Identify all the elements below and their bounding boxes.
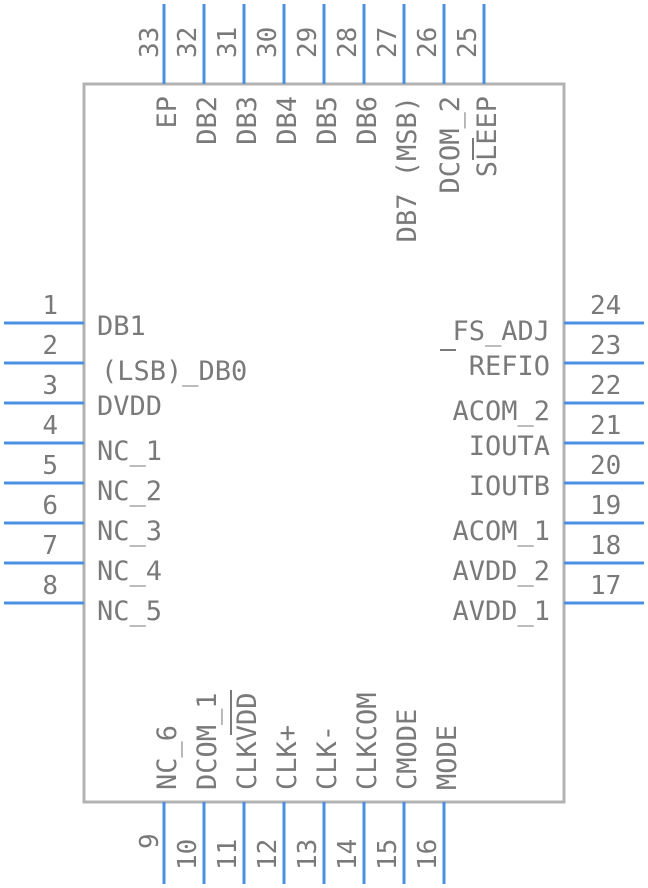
- pin-number-21: 21: [590, 411, 621, 441]
- pin-number-11: 11: [213, 839, 243, 870]
- pin-name-7: NC_4: [97, 556, 162, 587]
- pin-name-10: NC_6: [152, 725, 183, 790]
- pin-number-1: 1: [42, 291, 58, 321]
- pin-number-8: 8: [42, 571, 58, 601]
- pin-name-15: CLKCOM: [352, 692, 383, 790]
- pin-name-1: DB1: [97, 311, 146, 342]
- pin-name-4: NC_1: [97, 436, 162, 467]
- pin-number-5: 5: [42, 451, 58, 481]
- pin-number-26: 26: [413, 27, 443, 58]
- top-pins: 33 32 31 30 29 28 27 26 25 EP DB2 DB3 DB…: [135, 4, 503, 242]
- pin-name-19: ACOM_1: [452, 516, 550, 547]
- pin-name-32: DB2: [192, 96, 223, 145]
- pin-number-20: 20: [590, 451, 621, 481]
- pin-name-3: DVDD: [97, 391, 162, 422]
- pin-number-9: 9: [135, 833, 165, 849]
- pin-name-13: CLK+: [272, 725, 303, 790]
- pin-name-28: DB6: [352, 96, 383, 145]
- pin-number-4: 4: [42, 411, 58, 441]
- pin-number-23: 23: [590, 331, 621, 361]
- pin-name-18: AVDD_2: [452, 556, 550, 587]
- pin-name-30: DB4: [272, 96, 303, 145]
- pin-number-16: 16: [413, 839, 443, 870]
- pin-number-12: 12: [253, 839, 283, 870]
- pin-name-29: DB5: [312, 96, 343, 145]
- pin-number-28: 28: [333, 27, 363, 58]
- pin-name-2: (LSB)_DB0: [101, 356, 247, 387]
- pin-number-19: 19: [590, 491, 621, 521]
- pin-number-24: 24: [590, 291, 621, 321]
- pin-name-12: CLKVDD: [232, 692, 263, 790]
- pin-number-30: 30: [253, 27, 283, 58]
- pin-name-8: NC_5: [97, 596, 162, 627]
- pin-number-29: 29: [293, 27, 323, 58]
- pin-name-20: IOUTB: [469, 471, 550, 502]
- pin-name-25: SLEEP: [472, 96, 503, 177]
- pin-number-17: 17: [590, 571, 621, 601]
- pin-number-31: 31: [213, 27, 243, 58]
- chip-body: [82, 82, 566, 804]
- pin-name-22: ACOM_2: [452, 396, 550, 427]
- left-pins: 1 2 3 4 5 6 7 8 DB1 (LSB)_DB0 DVDD NC_1 …: [4, 291, 247, 627]
- pin-name-17: AVDD_1: [452, 596, 550, 627]
- pin-number-18: 18: [590, 531, 621, 561]
- pin-name-5: NC_2: [97, 476, 162, 507]
- pin-name-31: DB3: [232, 96, 263, 145]
- pin-number-13: 13: [293, 839, 323, 870]
- pin-number-33: 33: [135, 27, 165, 58]
- pin-name-16: CMODE: [392, 709, 423, 790]
- bottom-pins: 9 10 11 12 13 14 15 16 NC_6 DCOM_1 CLKVD…: [135, 690, 463, 884]
- pin-name-23: REFIO: [469, 351, 550, 382]
- pin-number-25: 25: [453, 27, 483, 58]
- right-pins: 24 23 22 21 20 19 18 17 FS_ADJ REFIO ACO…: [440, 291, 644, 627]
- pin-number-15: 15: [373, 839, 403, 870]
- pin-number-7: 7: [42, 531, 58, 561]
- pin-number-14: 14: [333, 839, 363, 870]
- pin-name-11: DCOM_1: [192, 692, 223, 790]
- pin-number-3: 3: [42, 371, 58, 401]
- pin-name-26: DCOM_2: [435, 96, 466, 194]
- pin-number-6: 6: [42, 491, 58, 521]
- pin-name-27: DB7 (MSB): [392, 96, 423, 242]
- pin-name-24: FS_ADJ: [452, 316, 550, 347]
- pin-name-mode: MODE: [432, 725, 463, 790]
- pin-name-33: EP: [152, 96, 183, 129]
- pin-number-32: 32: [173, 27, 203, 58]
- pin-name-6: NC_3: [97, 516, 162, 547]
- pin-number-22: 22: [590, 371, 621, 401]
- pin-number-27: 27: [373, 27, 403, 58]
- pin-name-21: IOUTA: [469, 431, 550, 462]
- pin-number-10: 10: [173, 839, 203, 870]
- pin-number-2: 2: [42, 331, 58, 361]
- pin-name-14: CLK-: [312, 725, 343, 790]
